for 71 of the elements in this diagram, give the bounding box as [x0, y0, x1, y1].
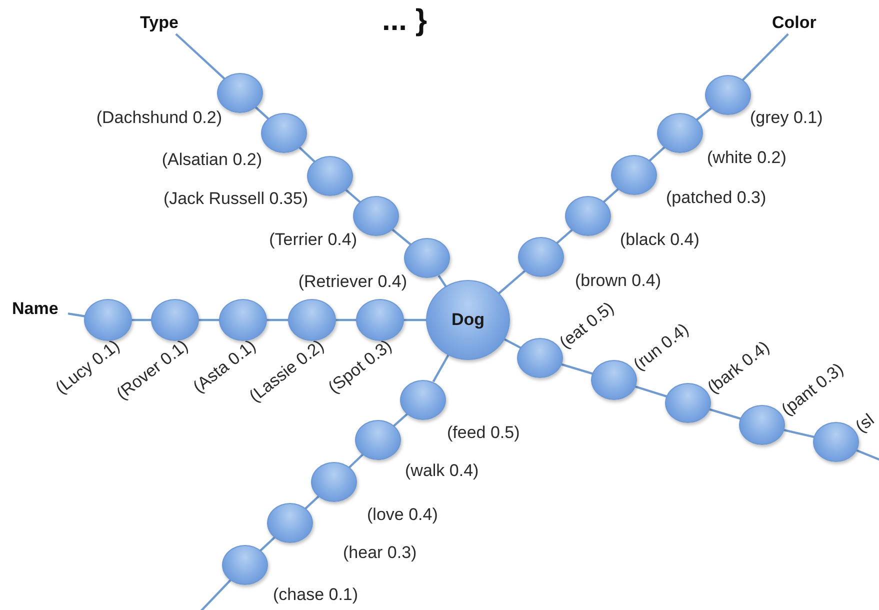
connector-line	[298, 146, 316, 162]
connector-line	[334, 318, 358, 322]
connector-line	[696, 107, 712, 121]
bead-circle	[518, 237, 564, 277]
value-label: (eat 0.5)	[556, 298, 618, 353]
connector-line	[345, 188, 361, 204]
value-label: (feed 0.5)	[447, 423, 520, 443]
bead-circle	[404, 238, 450, 278]
connector-line	[634, 385, 668, 398]
connector-line	[560, 362, 594, 376]
value-label: (walk 0.4)	[405, 461, 479, 481]
connector-line	[402, 318, 428, 322]
ellipsis-text: ... }	[382, 4, 428, 38]
connector-line	[199, 579, 232, 610]
bead-circle	[400, 380, 446, 420]
value-label: (Dachshund 0.2)	[96, 108, 222, 128]
connector-line	[265, 318, 290, 322]
bead-circle	[261, 113, 307, 153]
value-label: (brown 0.4)	[575, 271, 661, 291]
connector-line	[197, 318, 221, 322]
bead-circle	[356, 299, 404, 341]
connector-line	[348, 454, 364, 468]
bead-circle	[222, 545, 268, 585]
center-circle	[426, 280, 510, 360]
connector-line	[130, 318, 153, 322]
connector-line	[648, 146, 666, 162]
value-label: (chase 0.1)	[273, 585, 358, 605]
bead-circle	[565, 196, 611, 236]
axis-title: Color	[772, 12, 816, 34]
bead-circle	[219, 299, 267, 341]
bead-circle	[151, 299, 199, 341]
connector-line	[260, 536, 276, 552]
value-label: (hear 0.3)	[343, 543, 417, 563]
value-label: (Terrier 0.4)	[269, 230, 357, 250]
value-label: (grey 0.1)	[750, 108, 823, 128]
value-label: (run 0.4)	[630, 320, 693, 375]
connector-line	[392, 413, 408, 427]
connector-line	[502, 338, 522, 350]
bead-circle	[657, 113, 703, 153]
connector-line	[556, 228, 573, 244]
connector-line	[392, 228, 412, 246]
value-label: (white 0.2)	[707, 148, 786, 168]
bead-circle	[355, 420, 401, 460]
bead-circle	[611, 155, 657, 195]
value-label: (Alsatian 0.2)	[162, 150, 262, 170]
bead-circle	[288, 299, 336, 341]
connector-line	[304, 496, 320, 510]
connector-line	[432, 354, 450, 382]
value-label: (Jack Russell 0.35)	[163, 189, 308, 209]
value-label: (Retriever 0.4)	[298, 272, 407, 292]
value-label: (black 0.4)	[620, 230, 700, 250]
connector-line	[782, 428, 816, 438]
value-label: (patched 0.3)	[666, 188, 766, 208]
axis-title: Type	[140, 12, 178, 34]
connector-line	[438, 274, 447, 288]
connector-line	[708, 408, 742, 420]
circle-label: Dog	[451, 310, 485, 330]
bead-circle	[267, 503, 313, 543]
connector-line	[498, 270, 526, 295]
value-label: (sl	[852, 410, 878, 437]
connector-line	[742, 33, 789, 81]
connector-line	[602, 188, 620, 203]
bead-circle	[705, 75, 751, 115]
connector-line	[175, 33, 226, 80]
value-label: (love 0.4)	[367, 505, 438, 525]
axis-title: Name	[12, 298, 58, 320]
connector-line	[254, 106, 270, 120]
bead-circle	[84, 299, 132, 341]
bead-circle	[311, 462, 357, 502]
connector-line	[68, 312, 86, 318]
bead-circle	[307, 156, 353, 196]
